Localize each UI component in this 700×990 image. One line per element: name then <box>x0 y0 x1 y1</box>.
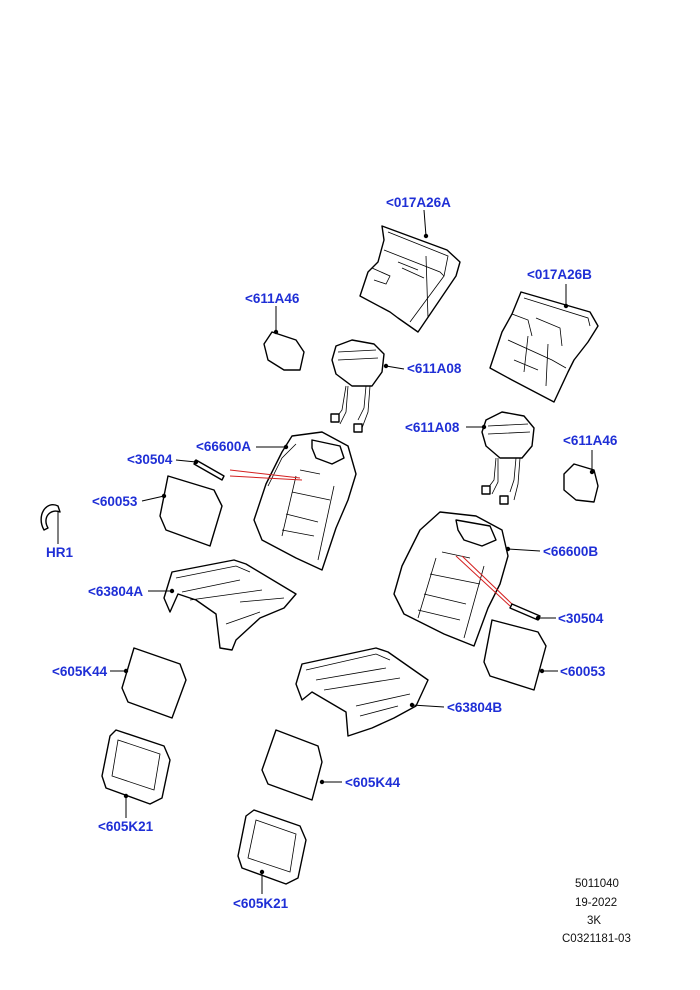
callout-017a26a[interactable]: <017A26A <box>386 195 451 210</box>
callout-611a08-upper[interactable]: <611A08 <box>407 361 462 376</box>
callout-30504-right[interactable]: <30504 <box>558 611 604 626</box>
backrest-cover-a <box>253 431 357 571</box>
headrest-lower <box>481 411 535 505</box>
drawing-number: 5011040 <box>575 878 619 890</box>
callout-66600b[interactable]: <66600B <box>543 544 599 559</box>
callout-63804a[interactable]: <63804A <box>88 584 144 599</box>
callout-60053-left[interactable]: <60053 <box>92 494 138 509</box>
stitch-line-a <box>229 469 303 481</box>
heater-pad-left <box>159 475 223 547</box>
backrest-frame-b <box>489 291 599 403</box>
stitch-line-b <box>455 555 513 607</box>
seat-cushion-b <box>295 647 429 737</box>
callout-30504-left[interactable]: <30504 <box>127 452 173 467</box>
callout-60053-right[interactable]: <60053 <box>560 664 606 679</box>
foam-pad-605k44-right <box>261 729 323 801</box>
leader-lines <box>57 209 595 894</box>
drawing-code: 3K <box>587 915 602 927</box>
drawing-date: 19-2022 <box>575 897 618 909</box>
foam-pad-605k44-left <box>121 647 187 719</box>
callout-63804b[interactable]: <63804B <box>447 700 503 715</box>
backrest-frame-a <box>359 225 461 333</box>
callout-605k44-right[interactable]: <605K44 <box>345 775 401 790</box>
hr1-hook <box>40 504 61 531</box>
foam-pad-605k21-left <box>101 729 171 805</box>
headrest-upper <box>330 339 385 433</box>
heater-pad-right <box>483 619 547 691</box>
foam-pad-605k21-bottom <box>237 809 307 885</box>
hog-ring-clip-left <box>193 459 225 481</box>
callout-611a08-lower[interactable]: <611A08 <box>405 420 460 435</box>
callout-605k21-bottom[interactable]: <605K21 <box>233 896 289 911</box>
hog-ring-clip-right <box>509 603 541 621</box>
drawing-reference: C0321181-03 <box>562 933 631 945</box>
callout-611a46-right[interactable]: <611A46 <box>563 433 618 448</box>
seat-cushion-a <box>163 559 297 651</box>
callout-605k21-left[interactable]: <605K21 <box>98 819 154 834</box>
backrest-cover-b <box>393 511 509 647</box>
callout-66600a[interactable]: <66600A <box>196 439 252 454</box>
callout-017a26b[interactable]: <017A26B <box>527 267 592 282</box>
callout-hr1[interactable]: HR1 <box>46 545 74 560</box>
callout-611a46-left[interactable]: <611A46 <box>245 291 300 306</box>
headrest-foam-pad-left <box>263 331 305 371</box>
callout-605k44-left[interactable]: <605K44 <box>52 664 108 679</box>
headrest-foam-pad-right <box>563 463 599 503</box>
